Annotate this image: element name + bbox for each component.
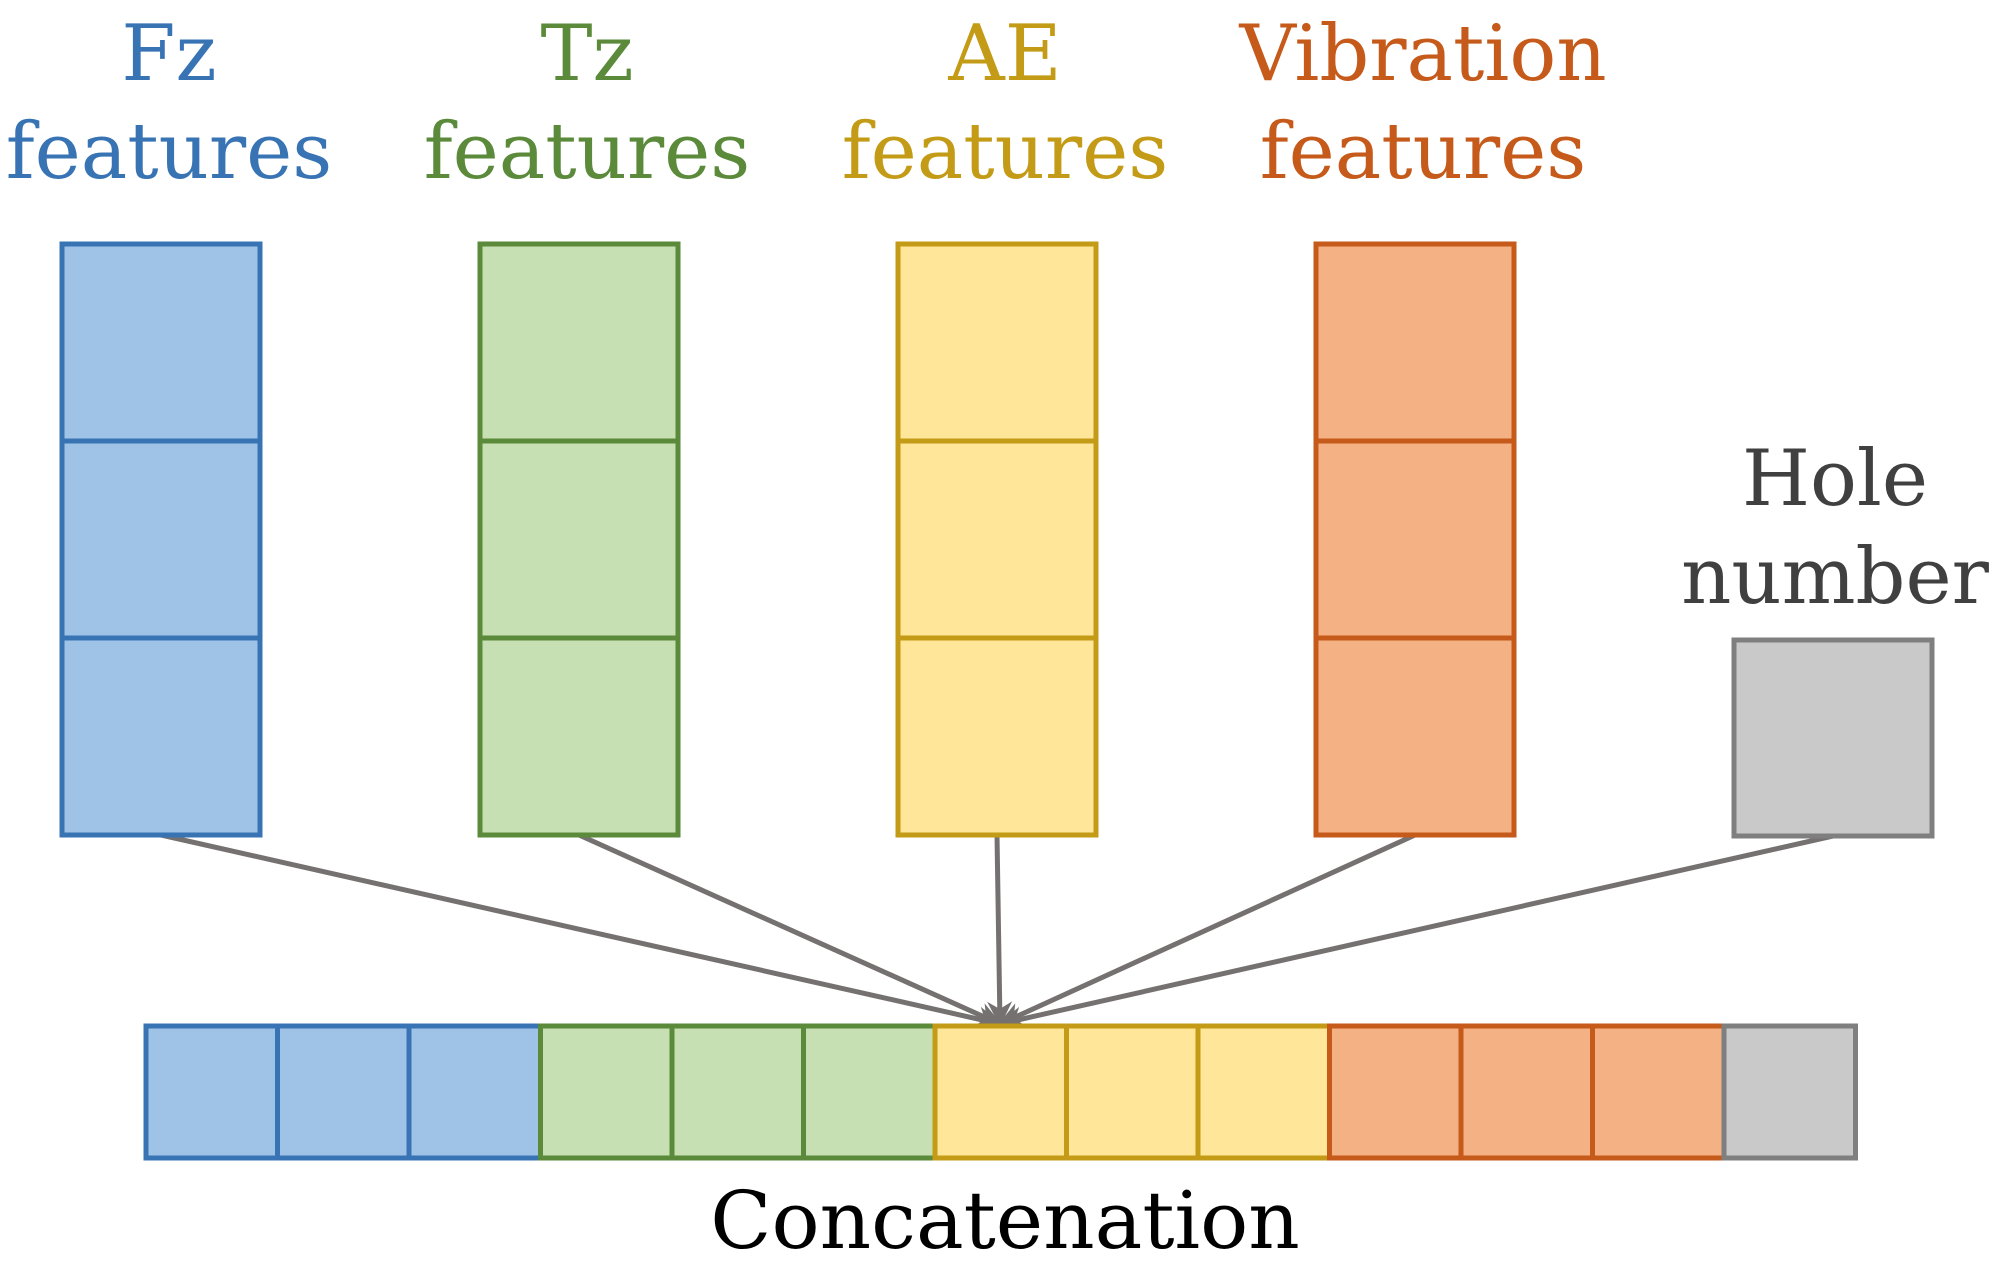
vibration-arrow — [997, 832, 1417, 1027]
concat-cell-fz-1 — [143, 1023, 280, 1161]
vibration-label-line2: features — [1260, 107, 1587, 197]
concat-cell-vibration-3 — [1590, 1023, 1727, 1161]
concat-cell-hole-1 — [1721, 1023, 1858, 1161]
tz-cell-2 — [477, 438, 681, 641]
ae-cell-3 — [895, 635, 1099, 838]
concat-cell-vibration-1 — [1327, 1023, 1464, 1161]
concat-cell-vibration-2 — [1458, 1023, 1595, 1161]
concat-cell-fz-2 — [275, 1023, 412, 1161]
concatenation-label: Concatenation — [710, 1174, 1300, 1267]
concat-cell-tz-1 — [538, 1023, 675, 1161]
concat-cell-tz-3 — [801, 1023, 938, 1161]
tz-arrow — [577, 832, 1003, 1027]
hole-arrow — [997, 833, 1834, 1032]
concatenated-vector — [143, 1023, 1858, 1161]
vibration-cell-2 — [1313, 438, 1517, 641]
ae-cell-1 — [895, 241, 1099, 444]
fz-cell-1 — [59, 241, 263, 444]
hole-label-line2: number — [1681, 532, 1989, 622]
ae-cell-2 — [895, 438, 1099, 641]
concat-cell-ae-2 — [1064, 1023, 1201, 1161]
ae-arrow — [987, 834, 1013, 1027]
vibration-cell-1 — [1313, 241, 1517, 444]
fz-cell-2 — [59, 438, 263, 641]
vibration-cell-3 — [1313, 635, 1517, 838]
fz-cell-3 — [59, 635, 263, 838]
arrows — [160, 832, 1834, 1032]
fz-label-line1: Fz — [121, 9, 216, 99]
ae-label-line1: AE — [947, 9, 1061, 99]
concat-cell-fz-3 — [406, 1023, 543, 1161]
tz-label-line2: features — [424, 107, 751, 197]
ae-label-line2: features — [842, 107, 1169, 197]
concat-cell-tz-2 — [669, 1023, 806, 1161]
feature-groups: FzfeaturesTzfeaturesAEfeaturesVibrationf… — [6, 9, 1989, 839]
hole-label-line1: Hole — [1742, 434, 1928, 524]
fz-arrow — [160, 832, 1003, 1032]
tz-cell-1 — [477, 241, 681, 444]
concat-cell-ae-3 — [1195, 1023, 1332, 1161]
tz-cell-3 — [477, 635, 681, 838]
concat-cell-ae-1 — [932, 1023, 1069, 1161]
hole-cell-1 — [1731, 637, 1935, 839]
tz-label-line1: Tz — [540, 9, 633, 99]
vibration-label-line1: Vibration — [1238, 9, 1606, 99]
fz-label-line2: features — [6, 107, 333, 197]
